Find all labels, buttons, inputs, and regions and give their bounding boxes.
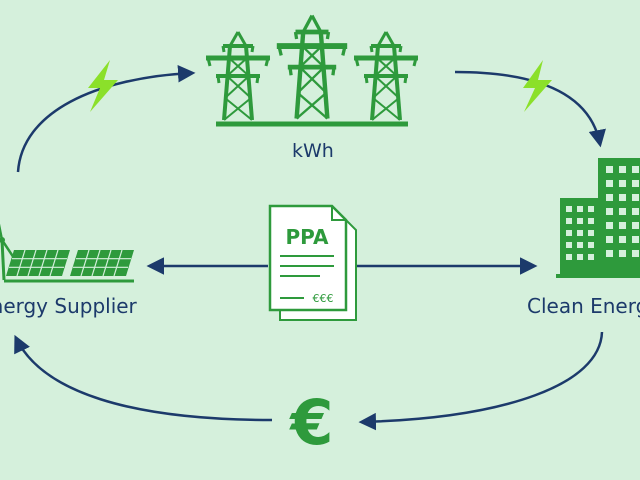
office-building-icon (556, 158, 640, 278)
flow-arrow-grid-to-consumer (454, 70, 606, 148)
contract-amount: €€€ (313, 292, 334, 305)
euro-icon: € (288, 386, 333, 459)
consumer-label: Clean Energy (527, 294, 640, 318)
lightning-bolt-icon (523, 60, 552, 112)
supplier-label: Energy Supplier (0, 294, 137, 318)
solar-panel-icon (4, 249, 135, 283)
flow-arrow-consumer-to-payment (358, 331, 604, 431)
lightning-bolt-icon (88, 60, 118, 112)
power-pylon-icon (206, 16, 418, 127)
contract-title: PPA (286, 225, 329, 249)
document-icon (268, 204, 357, 321)
wind-turbine-icon (0, 223, 16, 281)
flow-arrow-supplier-to-grid (16, 64, 196, 173)
flow-arrow-payment-to-supplier (14, 334, 273, 422)
grid-label: kWh (292, 140, 334, 162)
